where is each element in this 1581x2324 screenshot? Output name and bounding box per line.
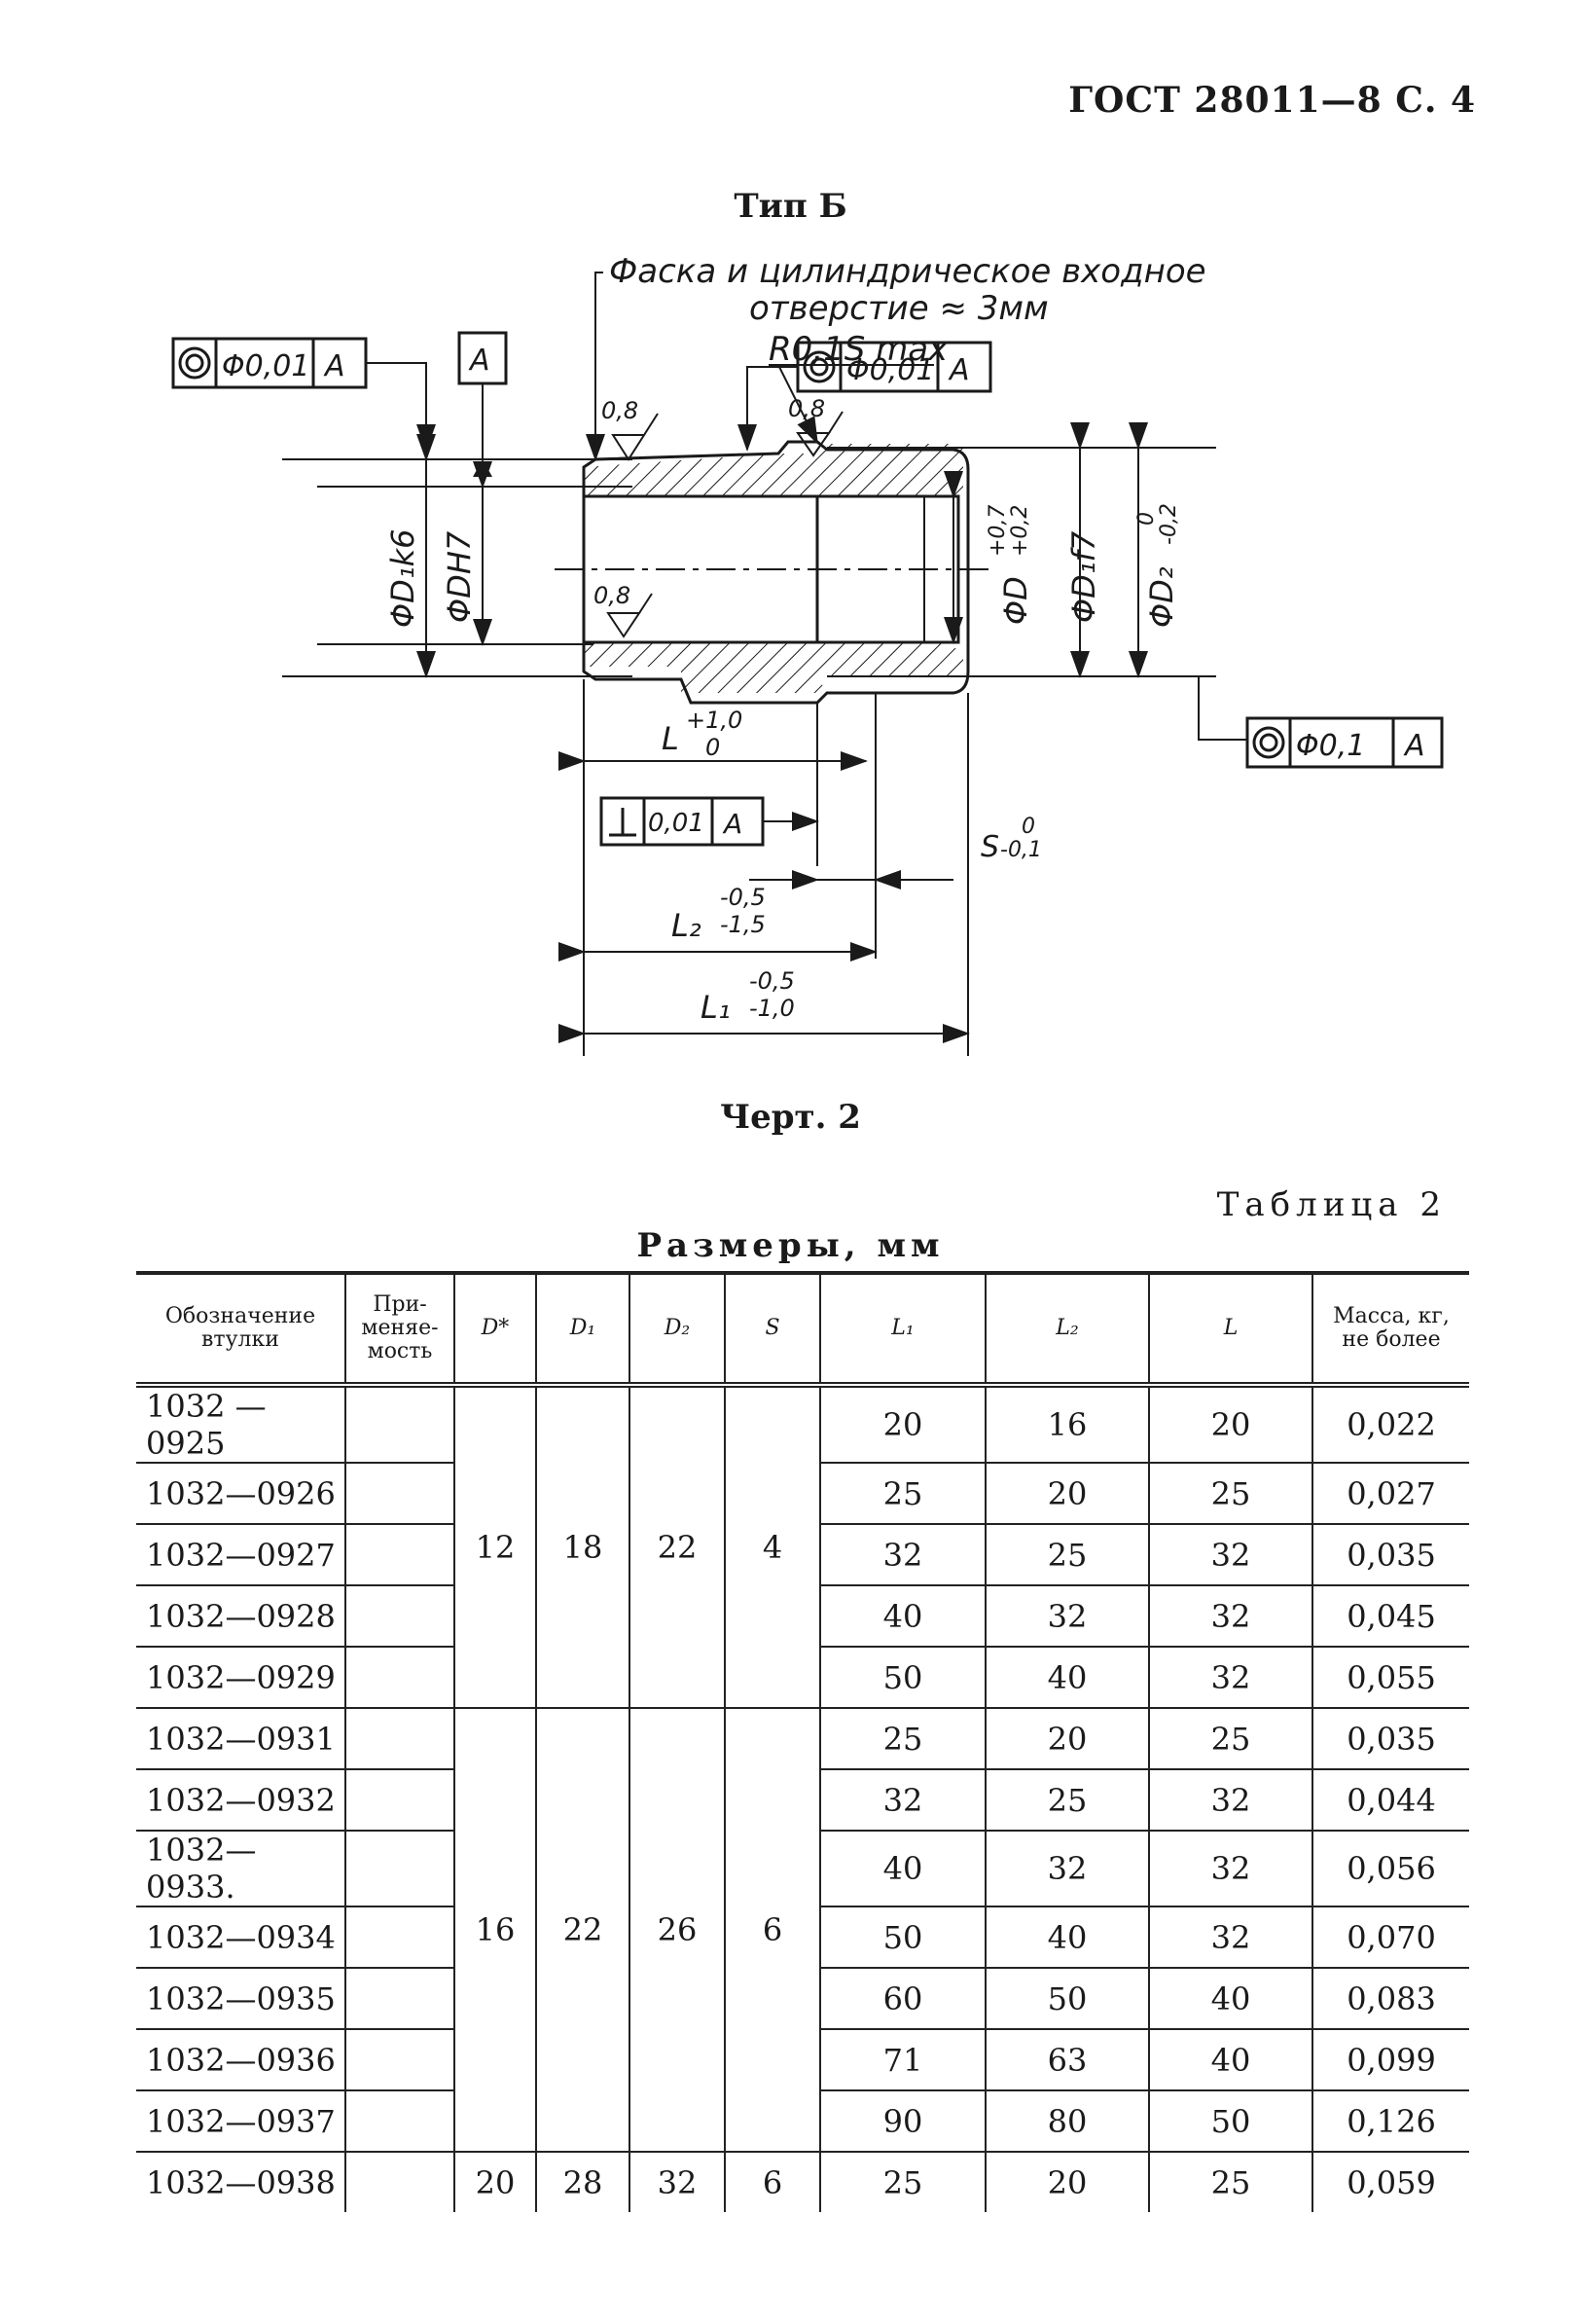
svg-text:0: 0 [1022, 815, 1035, 839]
svg-text:0,01: 0,01 [648, 809, 704, 838]
table-row: 1032 —0925 12 18 22 4 20 16 20 0,022 [136, 1385, 1469, 1709]
svg-text:-0,2: -0,2 [1157, 503, 1181, 545]
header-mass: Масса, кг, не более [1333, 1304, 1450, 1352]
table-label: Таблица 2 [1216, 1185, 1447, 1224]
dim-dh7: ΦDH7 [441, 530, 478, 623]
table-row: 1032—0934 50 40 32 0,070 [136, 1906, 1469, 1969]
svg-text:0,8: 0,8 [593, 582, 630, 609]
svg-text:A: A [1403, 729, 1425, 763]
header-s: S [725, 1273, 821, 1385]
roughness-marks: 0,8 0,8 0,8 [593, 395, 844, 638]
svg-text:A: A [468, 344, 490, 378]
chamfer-note-line2: отверстие ≈ 3мм [749, 289, 1049, 328]
svg-text:0: 0 [705, 734, 720, 761]
svg-text:0,8: 0,8 [788, 395, 825, 422]
dimensions-table: Обозначение втулки При-меняе-мость D* D₁… [136, 1271, 1469, 2212]
header-code: Обозначение втулки [136, 1273, 346, 1385]
svg-text:-0,5: -0,5 [749, 967, 795, 995]
svg-text:A: A [722, 808, 742, 840]
datum-a-box: A [457, 331, 508, 477]
svg-text:0: 0 [1134, 512, 1159, 526]
table-row: 1032—0937 90 80 50 0,126 [136, 2090, 1469, 2153]
chamfer-note-line1: Фаска и цилиндрическое входное [609, 252, 1206, 291]
header-l2: L₂ [986, 1273, 1150, 1385]
header-l1: L₁ [820, 1273, 987, 1385]
svg-text:A: A [323, 349, 345, 383]
header-applicability: При-меняе-мость [345, 1273, 455, 1385]
table-row: 1032—0932 32 25 32 0,044 [136, 1769, 1469, 1832]
table-row: 1032—0928 40 32 32 0,045 [136, 1585, 1469, 1648]
svg-text:-0,5: -0,5 [720, 884, 766, 911]
svg-text:Φ0,01: Φ0,01 [222, 349, 309, 383]
dim-l1: L₁ [701, 989, 731, 1026]
header-d2: D₂ [629, 1273, 726, 1385]
dim-s: S [981, 830, 999, 864]
table-row: 1032—0936 71 63 40 0,099 [136, 2029, 1469, 2091]
svg-text:0,8: 0,8 [601, 397, 638, 424]
svg-text:+0,7: +0,7 [986, 505, 1010, 557]
dim-d: ΦD [997, 576, 1034, 625]
bushing-section [555, 440, 992, 705]
perpendicularity-frame: 0,01 A [599, 796, 819, 847]
drawing-caption: Черт. 2 [720, 1098, 861, 1137]
header-d: D* [454, 1273, 537, 1385]
dim-d1f7: ΦD₁f7 [1065, 530, 1102, 623]
table-row: 1032—0927 32 25 32 0,035 [136, 1524, 1469, 1586]
header-d1: D₁ [536, 1273, 630, 1385]
svg-text:Φ0,01: Φ0,01 [846, 353, 934, 387]
tolerance-frame-left: Φ0,01 A [171, 337, 436, 452]
table-row: 1032—0929 50 40 32 0,055 [136, 1647, 1469, 1709]
table-row: 1032—0931 16 22 26 6 25 20 25 0,035 [136, 1708, 1469, 2153]
type-title: Тип Б [734, 187, 847, 226]
dim-l: L [662, 720, 679, 757]
dim-d2: ΦD₂ [1143, 566, 1180, 628]
dim-d1k6: ΦD₁k6 [384, 528, 421, 628]
svg-text:+0,2: +0,2 [1008, 505, 1032, 557]
dim-l2: L₂ [671, 907, 701, 944]
svg-text:A: A [948, 353, 970, 387]
svg-text:Φ0,1: Φ0,1 [1296, 729, 1365, 763]
svg-text:+1,0: +1,0 [686, 707, 742, 734]
table-row: 1032—0933. 40 32 32 0,056 [136, 1831, 1469, 1907]
technical-drawing: Фаска и цилиндрическое входное отверстие… [171, 252, 1444, 1056]
page-header: ГОСТ 28011—8 С. 4 [1068, 80, 1476, 121]
svg-text:-1,0: -1,0 [749, 995, 795, 1022]
table-title: Размеры, мм [636, 1226, 945, 1265]
svg-text:-1,5: -1,5 [720, 911, 766, 938]
tolerance-frame-right-top: Φ0,01 A [737, 341, 992, 452]
header-l: L [1149, 1273, 1313, 1385]
table-header-row: Обозначение втулки При-меняе-мость D* D₁… [136, 1273, 1469, 1385]
svg-text:-0,1: -0,1 [1000, 838, 1042, 862]
table-row: 1032—0926 25 20 25 0,027 [136, 1463, 1469, 1525]
tolerance-frame-right-bottom: Φ0,1 A [1198, 676, 1444, 769]
table-row: 1032—0935 60 50 40 0,083 [136, 1968, 1469, 2030]
table-row: 1032—0938 20 28 32 6 25 20 25 0,059 [136, 2152, 1469, 2212]
